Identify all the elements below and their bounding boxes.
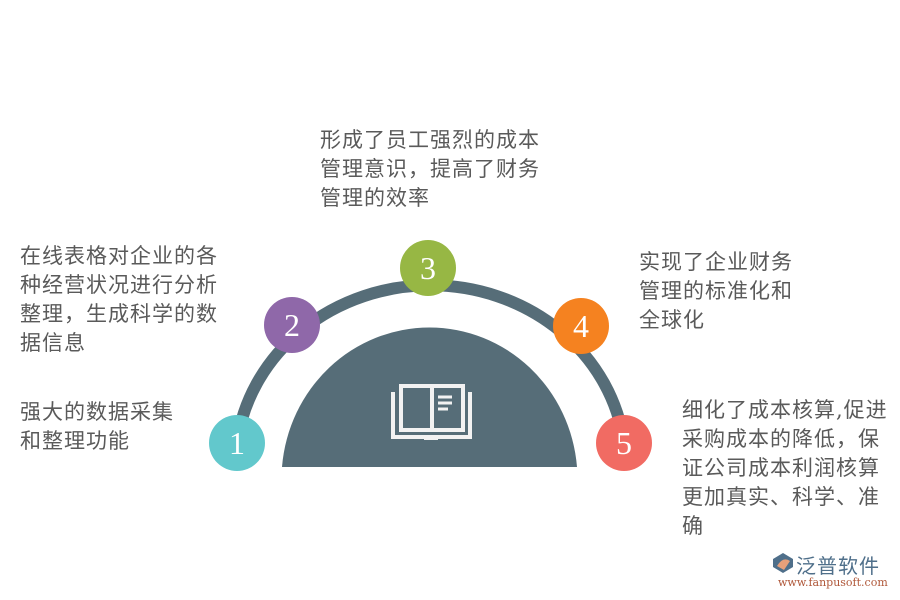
watermark-logo: 泛普软件 www.fanpusoft.com (770, 550, 895, 595)
watermark-name: 泛普软件 (796, 554, 880, 578)
step-3-text: 形成了员工强烈的成本 管理意识，提高了财务 管理的效率 (320, 128, 540, 210)
step-1-badge: 1 (209, 415, 265, 471)
step-5-badge: 5 (596, 415, 652, 471)
step-5-text: 细化了成本核算,促进 采购成本的降低，保 证公司成本利润核算 更加真实、科学、准… (682, 398, 888, 538)
step-1-number: 1 (229, 425, 245, 461)
step-3-number: 3 (420, 250, 436, 286)
step-5-number: 5 (616, 425, 632, 461)
step-4-number: 4 (573, 308, 589, 344)
step-2-text: 在线表格对企业的各 种经营状况进行分析 整理，生成科学的数 据信息 (20, 244, 218, 355)
step-3-badge: 3 (400, 240, 456, 296)
step-4-text: 实现了企业财务 管理的标准化和 全球化 (639, 250, 793, 332)
fanpu-logo-icon (773, 553, 793, 573)
center-dome (282, 327, 577, 467)
step-1-text: 强大的数据采集 和整理功能 (20, 400, 174, 453)
step-2-number: 2 (284, 307, 300, 343)
watermark-url: www.fanpusoft.com (778, 576, 888, 589)
step-2-badge: 2 (264, 297, 320, 353)
step-4-badge: 4 (553, 298, 609, 354)
open-book-icon (391, 384, 472, 440)
